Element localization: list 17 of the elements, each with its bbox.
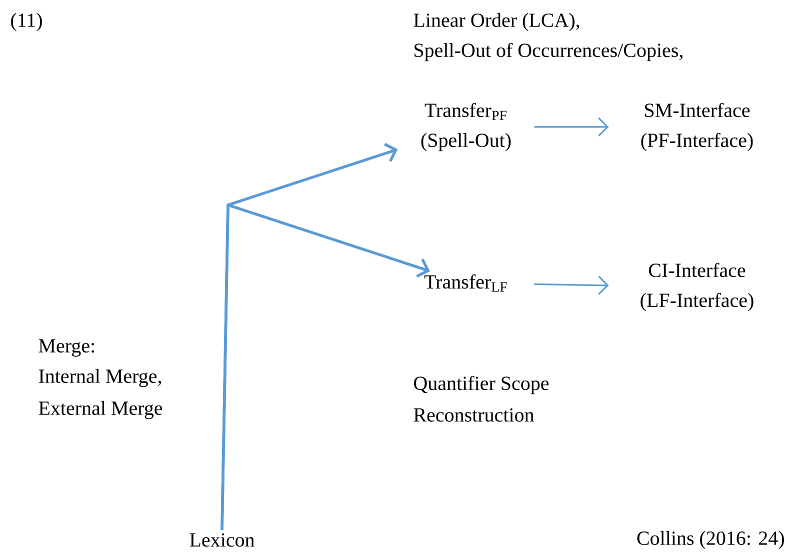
annotation-text: Linear Order (LCA), bbox=[414, 12, 580, 32]
transfer-label: Transfer$_{PF}$ (Spell-Out) bbox=[421, 102, 511, 152]
arrow bbox=[534, 117, 609, 137]
annotation-text: Quantifier Scope bbox=[414, 376, 549, 394]
arrow bbox=[534, 276, 609, 295]
annotation-text: Collins (2016: 24) bbox=[637, 530, 784, 550]
arrow bbox=[220, 204, 430, 530]
transfer-label: Transfer$_{LF}$ bbox=[424, 274, 507, 292]
interface-label: SM-Interface (PF-Interface) bbox=[641, 102, 753, 152]
root-label: Lexicon bbox=[190, 533, 254, 547]
interface-label: CI-Interface (LF-Interface) bbox=[640, 262, 754, 312]
annotation-text: Merge: bbox=[38, 339, 94, 357]
annotation-text: Spell-Out of Occurrences/Copies, bbox=[414, 42, 682, 62]
annotation-text: (11) bbox=[11, 12, 42, 32]
annotation-text: Reconstruction bbox=[414, 408, 534, 422]
annotation-text: Internal Merge, bbox=[38, 368, 161, 388]
annotation-text: External Merge bbox=[38, 400, 162, 420]
